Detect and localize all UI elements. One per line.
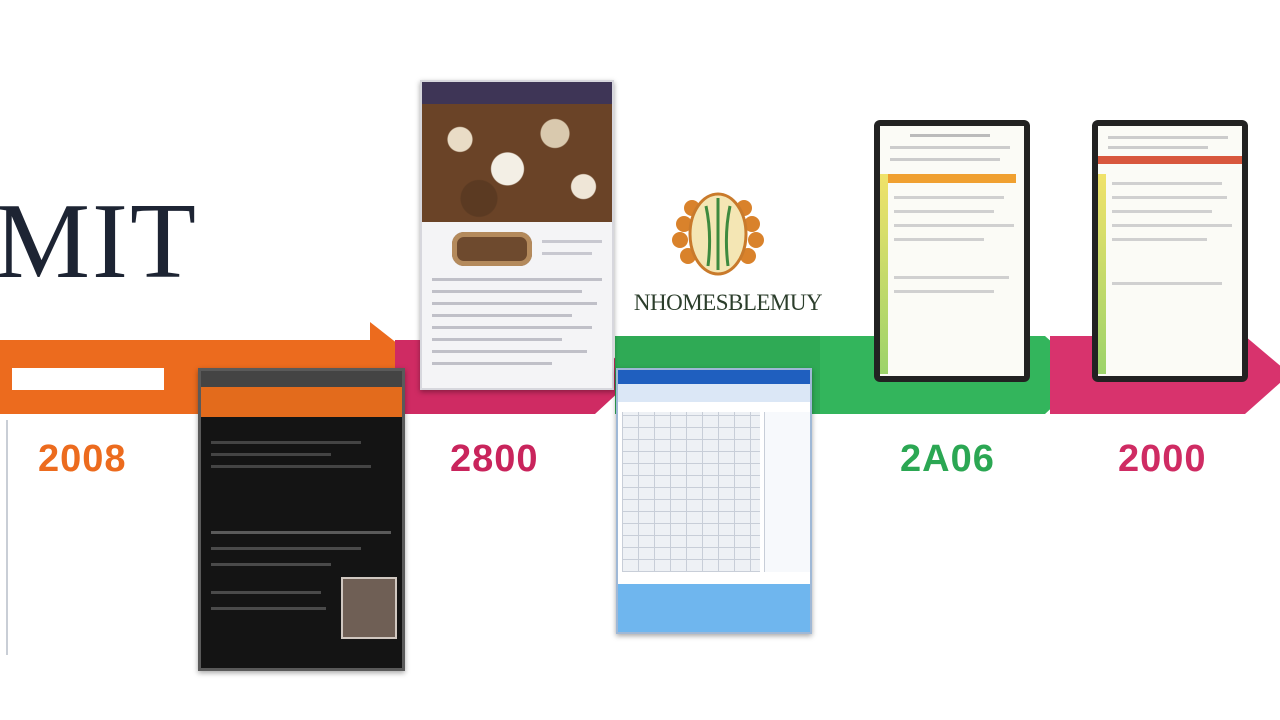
screenshot-article-page [420, 80, 614, 390]
tablet-red-bar [1098, 156, 1242, 164]
diagram-title: MIT [0, 182, 198, 301]
article-photo [422, 104, 612, 222]
tablet-accent-stripe [880, 174, 888, 374]
dark-card-header [201, 371, 402, 387]
year-label-1: 2008 [38, 438, 127, 480]
logo-wordmark: NHOMESBLEMUY [633, 290, 823, 315]
tablet-screenshot-1 [874, 120, 1030, 382]
article-header-bar [422, 82, 612, 104]
data-grid [622, 412, 760, 572]
tablet-screen-1 [880, 126, 1024, 376]
year-label-3: 2A06 [900, 438, 995, 480]
wheat-logo-icon [672, 192, 764, 276]
year-label-2: 2800 [450, 438, 539, 480]
side-panel [764, 412, 810, 572]
left-edge-frame [0, 420, 8, 655]
portrait-thumbnail [341, 577, 397, 639]
app-toolbar [618, 384, 810, 402]
tablet-accent-stripe-2 [1098, 174, 1106, 374]
screenshot-spreadsheet-app [616, 368, 812, 634]
tablet-screenshot-2 [1092, 120, 1248, 382]
timeline-white-bar [12, 368, 164, 390]
dark-card-banner [201, 387, 402, 417]
year-label-4: 2000 [1118, 438, 1207, 480]
app-title-bar [618, 370, 810, 384]
bottom-panel [618, 584, 810, 632]
screenshot-dark-site [198, 368, 405, 671]
tablet-screen-2 [1098, 126, 1242, 376]
tablet-orange-bar [888, 174, 1016, 183]
article-inline-image [452, 232, 532, 266]
